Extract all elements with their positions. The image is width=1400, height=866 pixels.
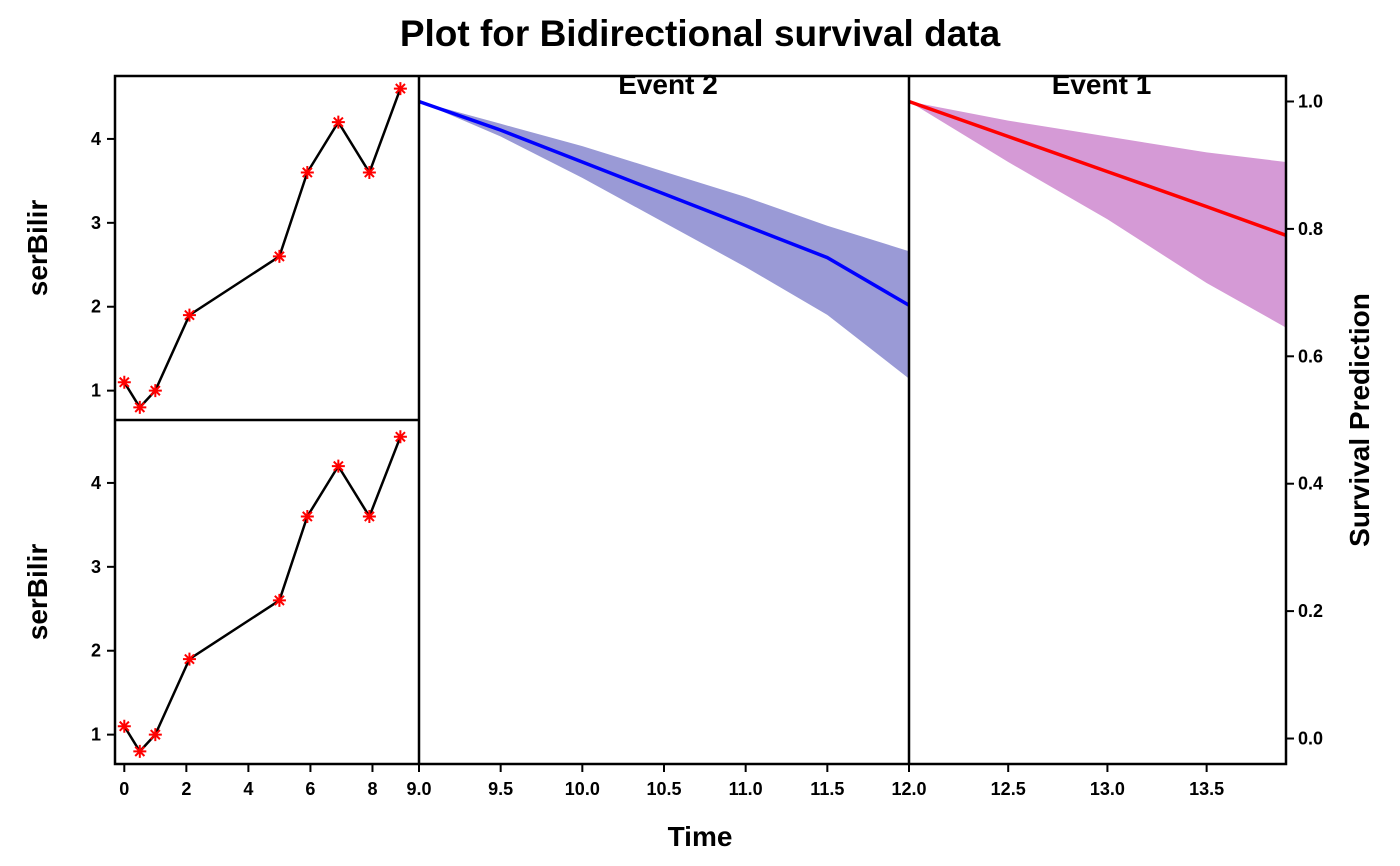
survival-axis-label: Survival Prediction bbox=[1344, 293, 1375, 547]
serbilir-point bbox=[182, 652, 196, 666]
x-tick-label: 9.5 bbox=[488, 779, 513, 799]
serbilir-axis-label: serBilir bbox=[22, 544, 53, 641]
x-tick-label: 11.5 bbox=[810, 779, 844, 799]
serbilir-point bbox=[393, 82, 407, 96]
x-tick-label: 10.5 bbox=[646, 779, 681, 799]
y-tick-label: 2 bbox=[91, 641, 101, 661]
y-tick-label: 4 bbox=[91, 129, 101, 149]
y-right-tick-label: 0.6 bbox=[1298, 346, 1323, 366]
serbilir-point bbox=[300, 509, 314, 523]
x-tick-label: 8 bbox=[367, 779, 377, 799]
serbilir-point bbox=[148, 728, 162, 742]
serbilir-point bbox=[362, 509, 376, 523]
x-tick-label: 9.0 bbox=[406, 779, 431, 799]
confidence-band-event-2 bbox=[419, 101, 909, 379]
survival-curve-event-1 bbox=[908, 99, 1287, 237]
y-tick-label: 2 bbox=[91, 297, 101, 317]
serbilir-point bbox=[393, 430, 407, 444]
serbilir-point bbox=[331, 115, 345, 129]
x-tick-label: 2 bbox=[181, 779, 191, 799]
serbilir-point bbox=[117, 719, 131, 733]
panel-label-event-1: Event 1 bbox=[1052, 69, 1152, 100]
serbilir-point bbox=[133, 400, 147, 414]
y-right-tick-label: 0.2 bbox=[1298, 601, 1323, 621]
x-tick-label: 0 bbox=[119, 779, 129, 799]
chart-title: Plot for Bidirectional survival data bbox=[400, 13, 1001, 54]
x-tick-label: 13.0 bbox=[1090, 779, 1125, 799]
x-tick-label: 13.5 bbox=[1189, 779, 1224, 799]
serbilir-axis-label: serBilir bbox=[22, 200, 53, 297]
y-tick-label: 1 bbox=[91, 381, 101, 401]
survival-curve-event-2 bbox=[418, 99, 910, 307]
serbilir-point bbox=[362, 165, 376, 179]
x-tick-label: 11.0 bbox=[729, 779, 763, 799]
y-tick-label: 1 bbox=[91, 725, 101, 745]
y-tick-label: 3 bbox=[91, 213, 101, 233]
serbilir-point bbox=[272, 593, 286, 607]
y-right-tick-label: 0.0 bbox=[1298, 729, 1323, 749]
serbilir-point bbox=[272, 249, 286, 263]
x-tick-label: 4 bbox=[243, 779, 253, 799]
y-right-tick-label: 0.8 bbox=[1298, 219, 1323, 239]
serbilir-point bbox=[331, 459, 345, 473]
serbilir-line-1 bbox=[123, 88, 402, 410]
panel-label-event-2: Event 2 bbox=[618, 69, 718, 100]
x-tick-label: 10.0 bbox=[565, 779, 600, 799]
serbilir-point bbox=[117, 375, 131, 389]
serbilir-point bbox=[182, 308, 196, 322]
y-tick-label: 3 bbox=[91, 557, 101, 577]
y-right-tick-label: 1.0 bbox=[1298, 91, 1323, 111]
serbilir-point bbox=[148, 384, 162, 398]
y-right-tick-label: 0.4 bbox=[1298, 474, 1323, 494]
confidence-band-event-1 bbox=[909, 101, 1286, 328]
serbilir-point bbox=[133, 744, 147, 758]
x-tick-label: 12.5 bbox=[991, 779, 1026, 799]
serbilir-line-2 bbox=[123, 436, 402, 754]
x-tick-label: 12.0 bbox=[891, 779, 926, 799]
serbilir-point bbox=[300, 165, 314, 179]
x-tick-label: 6 bbox=[305, 779, 315, 799]
y-tick-label: 4 bbox=[91, 473, 101, 493]
x-axis-label: Time bbox=[668, 821, 733, 852]
